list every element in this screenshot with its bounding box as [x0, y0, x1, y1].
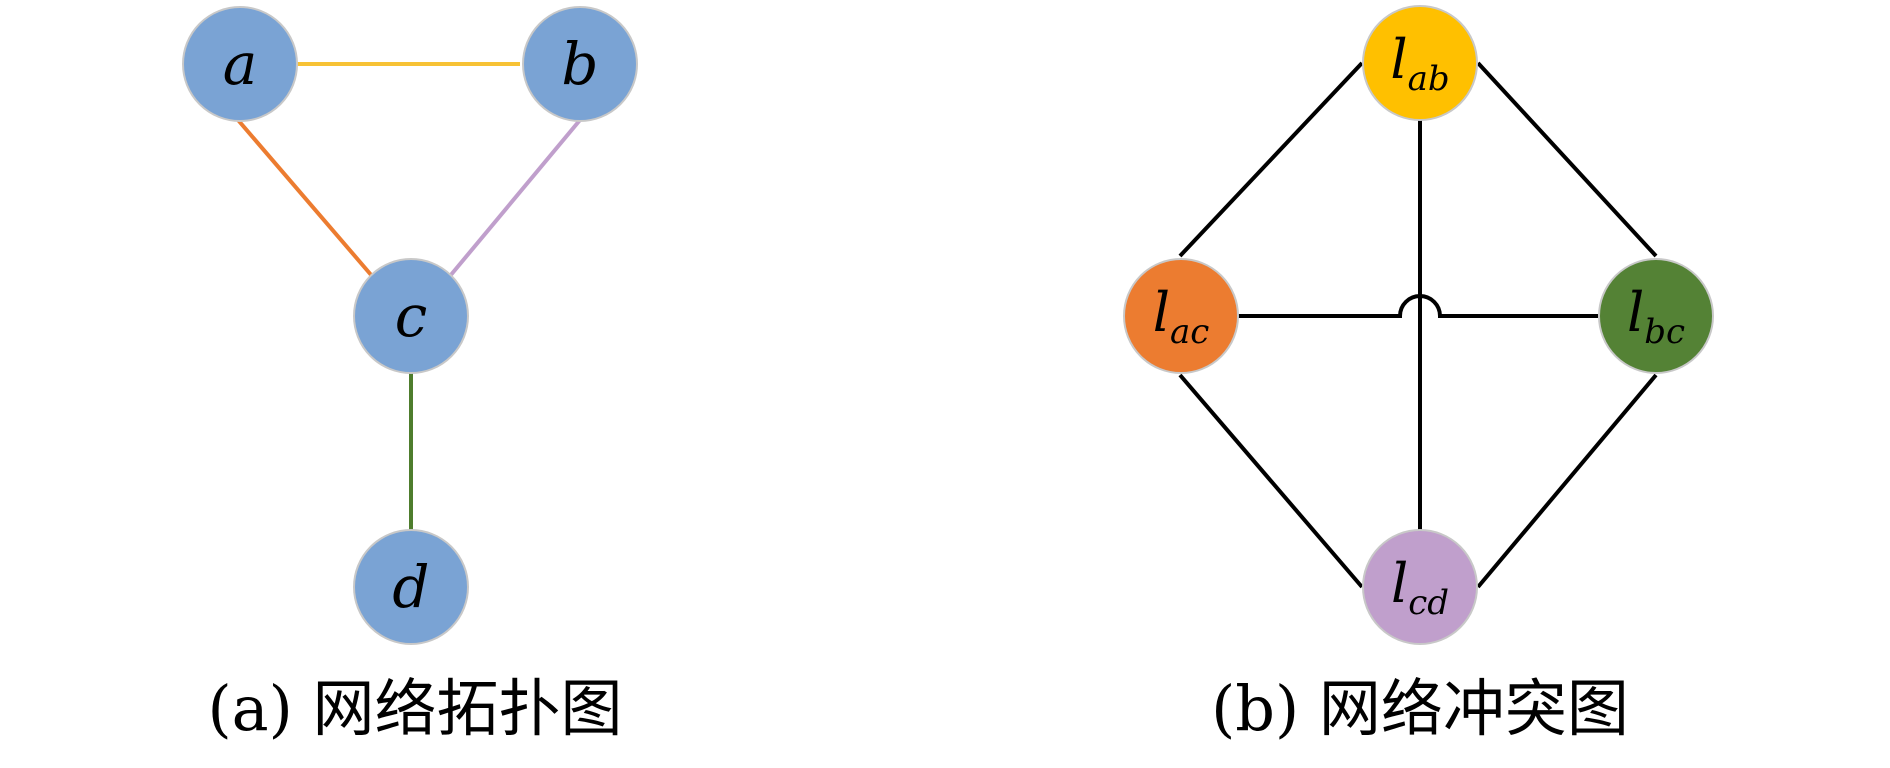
node-b-label: b	[561, 30, 598, 98]
panel-b-nodes: lab lac lbc lcd	[1123, 5, 1714, 645]
node-lcd-label: lcd	[1391, 552, 1449, 623]
node-a-label: a	[223, 30, 258, 98]
node-lac: lac	[1123, 258, 1239, 374]
edge-lbc-lcd	[1476, 373, 1658, 589]
node-c: c	[353, 258, 469, 374]
node-lbc-subscript: bc	[1644, 312, 1685, 352]
node-b: b	[522, 6, 638, 122]
edge-lab-lbc	[1476, 61, 1658, 258]
node-lab: lab	[1362, 5, 1478, 121]
panel-b-conflict-graph: lab lac lbc lcd (b) 网络冲突图	[1123, 5, 1714, 745]
node-c-label: c	[395, 282, 427, 350]
edge-lac-lbc	[1238, 294, 1598, 318]
panel-a-topology: a b c d (a) 网络拓扑图	[182, 6, 638, 745]
node-lab-label: lab	[1390, 28, 1449, 99]
node-lac-subscript: ac	[1170, 312, 1209, 352]
panel-a-nodes: a b c d	[182, 6, 638, 645]
panel-b-edges	[1178, 61, 1658, 589]
node-lcd-subscript: cd	[1408, 583, 1449, 623]
edge-lac-lcd	[1178, 373, 1364, 589]
edge-b-c	[448, 118, 582, 278]
edge-lab-lac	[1178, 61, 1364, 258]
edge-a-c	[236, 118, 374, 278]
node-d: d	[353, 529, 469, 645]
node-lcd: lcd	[1362, 529, 1478, 645]
node-d-label: d	[392, 553, 429, 621]
panel-b-caption: (b) 网络冲突图	[1211, 672, 1629, 745]
panel-a-caption: (a) 网络拓扑图	[207, 672, 622, 745]
node-lbc-label: lbc	[1627, 281, 1685, 352]
node-lac-label: lac	[1153, 281, 1210, 352]
node-a: a	[182, 6, 298, 122]
node-lbc: lbc	[1598, 258, 1714, 374]
node-lab-subscript: ab	[1408, 59, 1450, 99]
